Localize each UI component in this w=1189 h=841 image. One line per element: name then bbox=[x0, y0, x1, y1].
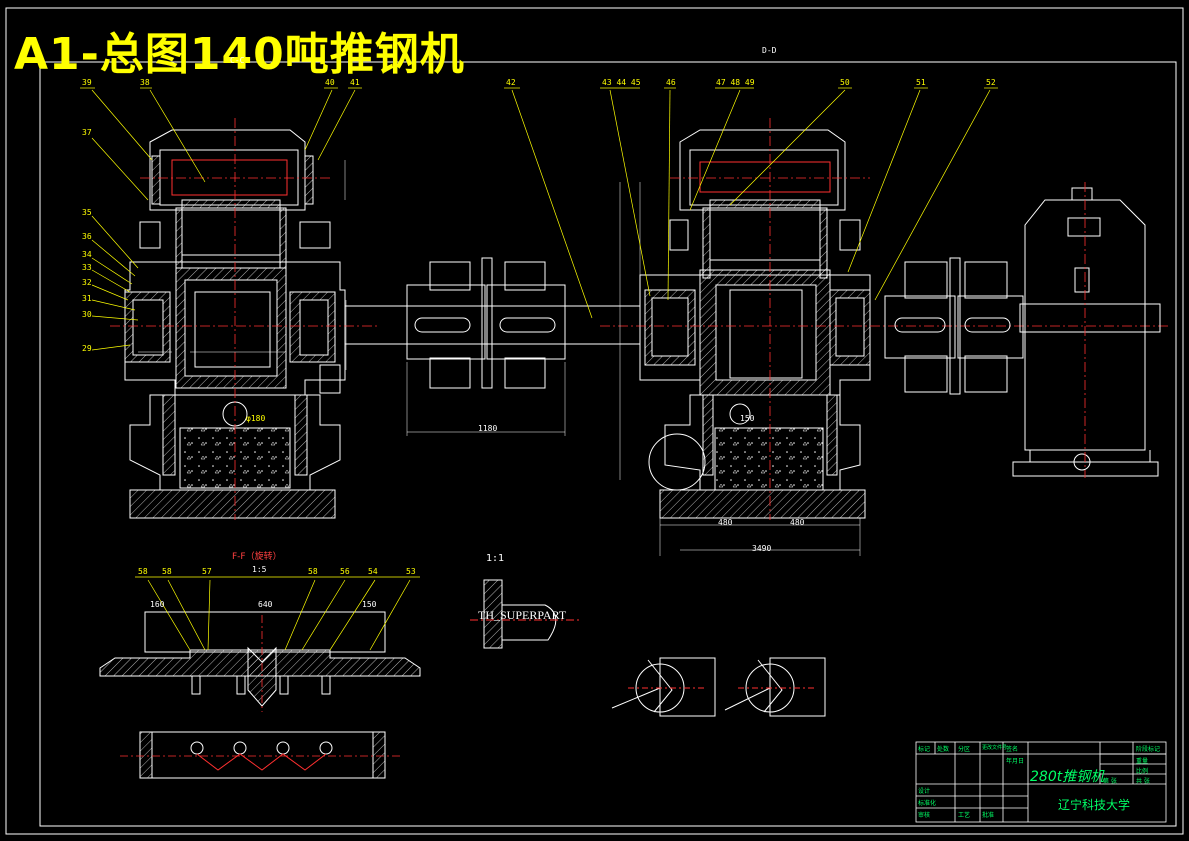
tb-school: 辽宁科技大学 bbox=[1058, 798, 1131, 812]
tb-right-1: 阶段标记 bbox=[1136, 746, 1161, 753]
tb-header-1: 标记 bbox=[918, 746, 931, 753]
left-section-view bbox=[124, 129, 346, 519]
tb-right-2: 重量 bbox=[1136, 758, 1149, 765]
part-reference: TH_SUPERPART bbox=[478, 608, 567, 622]
detail-f-f bbox=[99, 611, 421, 707]
tb-right-3: 比例 bbox=[1136, 768, 1149, 775]
dim-1180: 1180 bbox=[478, 424, 498, 433]
tb-header-3: 分区 bbox=[958, 746, 971, 753]
reducer-housing bbox=[1012, 187, 1161, 477]
balloon-52: 52 bbox=[986, 78, 996, 87]
balloon-32: 32 bbox=[82, 278, 92, 287]
right-view-dimensions bbox=[619, 182, 861, 556]
balloon-40: 40 bbox=[325, 78, 335, 87]
tb-row-standard: 标准化 bbox=[918, 800, 937, 807]
drawing-frame-outer bbox=[5, 7, 1184, 835]
drawing-title: A1-总图140吨推钢机 bbox=[14, 29, 465, 80]
tb-header-4: 更改文件号 bbox=[982, 745, 1008, 751]
dim-160: 160 bbox=[150, 600, 165, 609]
balloon-37: 37 bbox=[82, 128, 92, 137]
left-coupling-dim bbox=[406, 362, 566, 436]
balloon-b2: 58 bbox=[162, 567, 172, 576]
balloon-36: 36 bbox=[82, 232, 92, 241]
dim-480-b: 480 bbox=[790, 518, 805, 527]
balloon-43-45: 43 44 45 bbox=[602, 78, 641, 87]
section-label-right: D-D bbox=[762, 46, 777, 55]
balloon-b6: 54 bbox=[368, 567, 378, 576]
balloon-47-49: 47 48 49 bbox=[716, 78, 755, 87]
balloon-b4: 58 bbox=[308, 567, 318, 576]
circle-detail-1 bbox=[611, 657, 716, 717]
small-part-detail bbox=[470, 579, 580, 649]
leader-lines bbox=[91, 89, 991, 651]
balloon-b1: 58 bbox=[138, 567, 148, 576]
left-coupling bbox=[406, 257, 566, 389]
balloon-b7: 53 bbox=[406, 567, 416, 576]
balloon-46: 46 bbox=[666, 78, 676, 87]
balloon-35: 35 bbox=[82, 208, 92, 217]
left-view-centerlines bbox=[110, 118, 380, 520]
dim-640: 640 bbox=[258, 600, 273, 609]
balloon-34: 34 bbox=[82, 250, 92, 259]
tb-row-design: 设计 bbox=[918, 788, 931, 795]
tb-right-4: 共 张 bbox=[1136, 778, 1150, 785]
tb-header-2: 处数 bbox=[937, 746, 950, 753]
tb-header-5: 签名 bbox=[1006, 746, 1019, 753]
dim-480-a: 480 bbox=[718, 518, 733, 527]
detail-scale: 1:5 bbox=[252, 565, 267, 574]
dim-150-b: 150 bbox=[740, 414, 755, 423]
balloon-30: 30 bbox=[82, 310, 92, 319]
balloon-29: 29 bbox=[82, 344, 92, 353]
balloon-41: 41 bbox=[350, 78, 360, 87]
detail-f-f-plan bbox=[139, 731, 386, 779]
tb-drawing-name: 280t推钢机 bbox=[1030, 769, 1105, 785]
leader-shelves bbox=[80, 87, 998, 578]
balloon-b3: 57 bbox=[202, 567, 212, 576]
left-view-dimensions bbox=[138, 160, 347, 370]
drawing-frame-inner bbox=[39, 61, 1177, 827]
balloon-38: 38 bbox=[140, 78, 150, 87]
tb-row-process: 工艺 bbox=[958, 812, 971, 819]
detail-title: F-F（旋转） bbox=[232, 552, 282, 562]
tb-row-approve: 批准 bbox=[982, 812, 995, 819]
section-label-left: C-C bbox=[230, 56, 245, 65]
right-section-view bbox=[639, 129, 871, 519]
dim-3490: 3490 bbox=[752, 544, 772, 553]
small-scale-label: 1:1 bbox=[486, 553, 505, 564]
tb-row-review: 审核 bbox=[918, 812, 931, 819]
balloon-33: 33 bbox=[82, 263, 92, 272]
balloon-b5: 56 bbox=[340, 567, 350, 576]
balloon-31: 31 bbox=[82, 294, 92, 303]
dim-150-a: 150 bbox=[362, 600, 377, 609]
right-coupling bbox=[884, 257, 1024, 395]
dim-phi180-left: φ180 bbox=[246, 414, 266, 423]
balloon-42: 42 bbox=[506, 78, 516, 87]
balloon-51: 51 bbox=[916, 78, 926, 87]
balloon-39: 39 bbox=[82, 78, 92, 87]
tb-header-6: 年月日 bbox=[1006, 758, 1025, 765]
title-block bbox=[915, 741, 1167, 823]
detail-f-f-centerline bbox=[120, 615, 400, 757]
circle-detail-2 bbox=[724, 657, 826, 717]
tb-right-5: 第 张 bbox=[1103, 778, 1117, 785]
balloon-50: 50 bbox=[840, 78, 850, 87]
